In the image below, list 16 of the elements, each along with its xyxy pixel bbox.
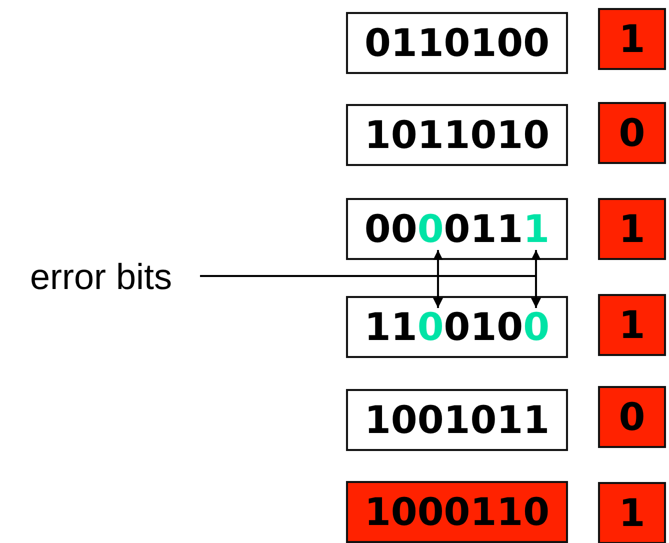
parity-bit-box: 1 xyxy=(598,198,666,260)
bit-string-box: 1000110 xyxy=(346,481,568,543)
parity-bit-box: 1 xyxy=(598,482,666,543)
bit-string-box: 0110100 xyxy=(346,12,568,74)
parity-bit-box: 0 xyxy=(598,102,666,164)
bit-string-box: 0000111 xyxy=(346,198,568,260)
parity-bit-box: 1 xyxy=(598,294,666,356)
double-arrow xyxy=(433,250,443,308)
bit-string-box: 1100100 xyxy=(346,296,568,358)
parity-bit-box: 1 xyxy=(598,8,666,70)
leader-line xyxy=(200,275,536,277)
bit-string-box: 1011010 xyxy=(346,104,568,166)
parity-bit-box: 0 xyxy=(598,386,666,448)
bit-string-box: 1001011 xyxy=(346,389,568,451)
double-arrow xyxy=(531,250,541,308)
error-bits-label: error bits xyxy=(8,256,194,298)
